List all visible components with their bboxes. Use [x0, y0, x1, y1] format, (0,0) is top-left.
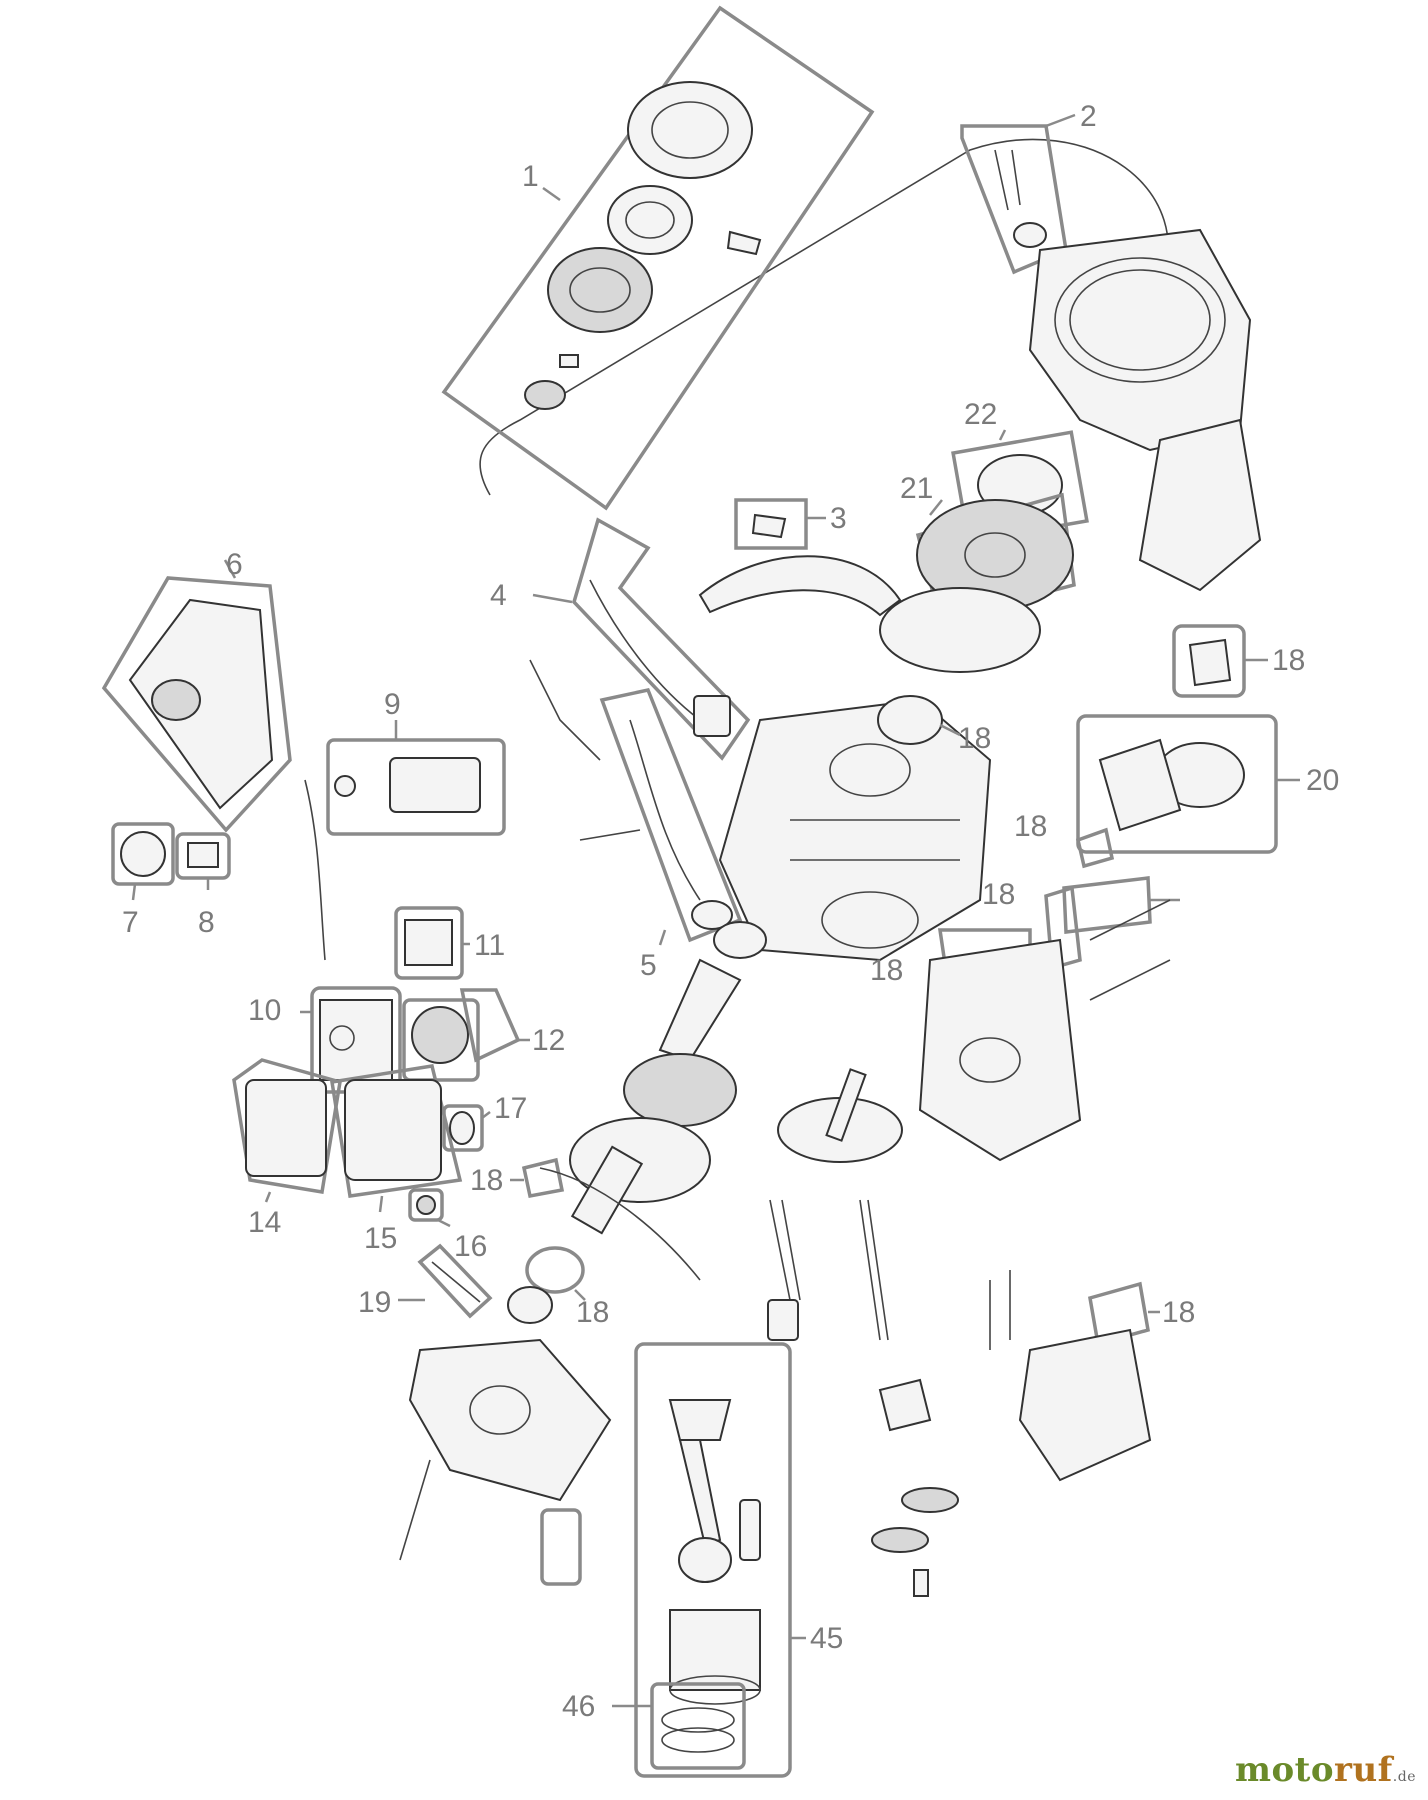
callout-box-oilseal [540, 1508, 582, 1586]
callout-15: 15 [364, 1222, 397, 1255]
callout-12: 12 [532, 1024, 565, 1057]
callout-box-1 [441, 5, 875, 511]
part-muffler-group [232, 1058, 491, 1228]
callout-18f: 18 [982, 878, 1015, 911]
callout-21: 21 [900, 472, 933, 505]
callout-22: 22 [964, 398, 997, 431]
callout-box-4 [572, 517, 751, 761]
part-fuel-tank [101, 559, 326, 961]
callout-20: 20 [1306, 764, 1339, 797]
part-engine-block [718, 695, 992, 962]
callout-box-45 [634, 1342, 792, 1778]
callout-46: 46 [562, 1690, 595, 1723]
callout-18c: 18 [576, 1296, 609, 1329]
callout-box-5 [599, 687, 743, 943]
part-piston-assembly [612, 1342, 806, 1778]
callout-box-18b [521, 1157, 565, 1199]
watermark-part1: moto [1234, 1750, 1335, 1790]
callout-box-18e [1075, 827, 1115, 869]
part-ignition-coil [698, 498, 902, 617]
part-flywheel-fan [879, 429, 1089, 673]
callout-3: 3 [830, 502, 847, 535]
callout-box-46 [650, 1682, 746, 1770]
callout-box-11b [402, 998, 480, 1082]
part-wiring-harness [529, 659, 743, 946]
callout-5: 5 [640, 949, 657, 982]
callout-18g: 18 [870, 954, 903, 987]
callout-18b: 18 [470, 1164, 503, 1197]
callout-box-8 [175, 832, 231, 880]
callout-7: 7 [122, 906, 139, 939]
part-dipstick [398, 1243, 493, 1319]
callout-box-18g [1062, 876, 1152, 934]
part-fuel-cap [111, 822, 231, 901]
callout-11a: 11 [474, 929, 505, 962]
part-camshaft-valves [767, 1068, 959, 1597]
callout-box-7 [111, 822, 175, 886]
callout-box-20 [1076, 714, 1278, 854]
part-fan-shroud [1028, 228, 1262, 592]
part-carburetor [1076, 714, 1300, 854]
starter-outline-curve [479, 138, 1170, 496]
callout-box-18i [1088, 1281, 1150, 1347]
part-recoil-starter [441, 5, 875, 511]
part-crankcase-cover [399, 1246, 612, 1586]
callout-16: 16 [454, 1230, 487, 1263]
callout-box-18c [525, 1246, 585, 1294]
callout-8: 8 [198, 906, 215, 939]
callout-9: 9 [384, 688, 401, 721]
callout-10: 10 [248, 994, 281, 1027]
part-cylinder-head [918, 899, 1171, 1482]
callout-18a: 18 [958, 722, 991, 755]
callout-14: 14 [248, 1206, 281, 1239]
part-crankshaft [510, 921, 767, 1281]
callout-6: 6 [226, 548, 243, 581]
part-fuel-line [532, 517, 751, 761]
callout-17: 17 [494, 1092, 527, 1125]
callout-1: 1 [522, 160, 539, 193]
callout-4: 4 [490, 579, 507, 612]
watermark: motoruf.de [1235, 1750, 1416, 1790]
callout-box-19 [417, 1243, 493, 1319]
callout-box-3 [734, 498, 808, 550]
watermark-suffix: .de [1392, 1769, 1416, 1785]
callout-18h: 18 [1162, 1296, 1195, 1329]
callout-box-16 [408, 1188, 444, 1222]
callout-box-6 [101, 576, 292, 833]
callout-2: 2 [1080, 100, 1097, 133]
part-air-filter-box [300, 986, 402, 1094]
callout-box-9 [326, 738, 506, 836]
watermark-part2: ruf [1334, 1750, 1393, 1790]
callout-box-17 [442, 1104, 484, 1152]
callout-18e: 18 [1014, 810, 1047, 843]
callout-45: 45 [810, 1622, 843, 1655]
part-muffler-small [326, 720, 506, 836]
callout-18d: 18 [1272, 644, 1305, 677]
callout-19: 19 [358, 1286, 391, 1319]
part-gaskets-right [930, 624, 1268, 1347]
